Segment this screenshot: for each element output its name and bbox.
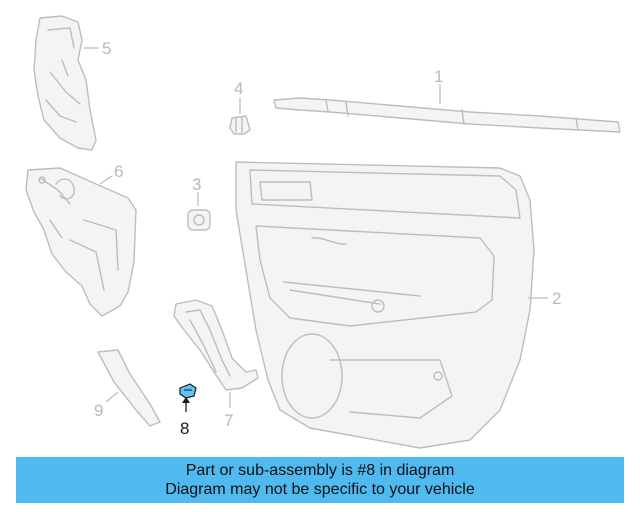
leader-9 <box>105 391 119 403</box>
part-3-grommet <box>187 209 211 231</box>
callout-8: 8 <box>180 419 189 438</box>
info-banner: Part or sub-assembly is #8 in diagram Di… <box>16 457 624 503</box>
part-7-pull-handle <box>173 299 259 391</box>
callout-9: 9 <box>94 401 103 420</box>
part-6-bracket <box>25 167 137 317</box>
part-9-trim-strip <box>97 349 161 427</box>
callout-3: 3 <box>192 175 201 194</box>
callout-1: 1 <box>434 67 443 86</box>
callout-4: 4 <box>234 79 243 98</box>
part-1-weatherstrip <box>273 97 621 133</box>
part-8-fastener-clip <box>179 383 197 399</box>
callout-7: 7 <box>224 411 233 430</box>
banner-line-1: Part or sub-assembly is #8 in diagram <box>185 462 455 479</box>
leader-8-arrowhead <box>182 397 190 403</box>
callout-6: 6 <box>114 162 123 181</box>
part-5-upper-bracket <box>33 15 97 151</box>
callout-2: 2 <box>552 289 561 308</box>
callout-5: 5 <box>102 39 111 58</box>
part-4-clip <box>229 115 251 135</box>
leader-6 <box>99 175 113 185</box>
parts-diagram: 5 6 4 3 1 2 <box>25 15 621 449</box>
part-2-door-trim-panel <box>235 161 535 449</box>
banner-line-2: Diagram may not be specific to your vehi… <box>165 481 475 498</box>
